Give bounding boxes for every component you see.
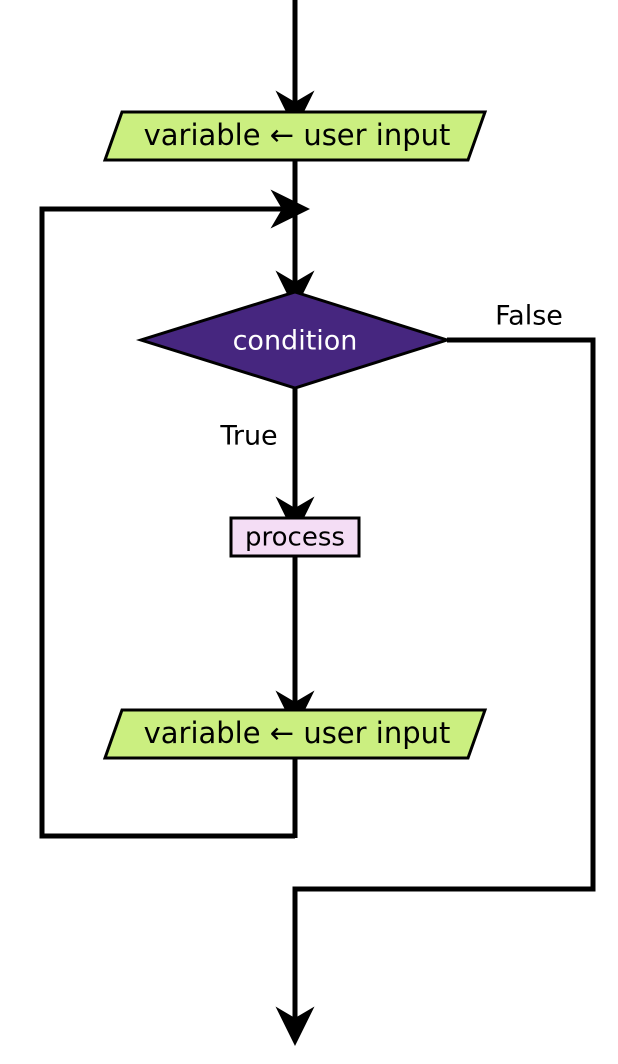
input-top-shape [102,110,488,162]
condition-shape [135,290,452,390]
condition-label: condition [233,326,358,357]
node-condition[interactable]: condition [135,290,452,390]
connector-loop-back [39,189,311,839]
input-bottom-label: variable ← user input [144,716,451,750]
input-bottom-shape [102,708,488,760]
process-label: process [245,523,345,553]
edge-label-true: True [219,421,277,452]
node-process[interactable]: process [229,516,361,558]
node-input-bottom[interactable]: variable ← user input [102,708,488,760]
edge-label-false: False [495,301,563,332]
process-shape [229,516,361,558]
node-input-top[interactable]: variable ← user input [102,110,488,162]
input-top-label: variable ← user input [144,118,451,152]
connector-false-branch [275,337,596,1047]
